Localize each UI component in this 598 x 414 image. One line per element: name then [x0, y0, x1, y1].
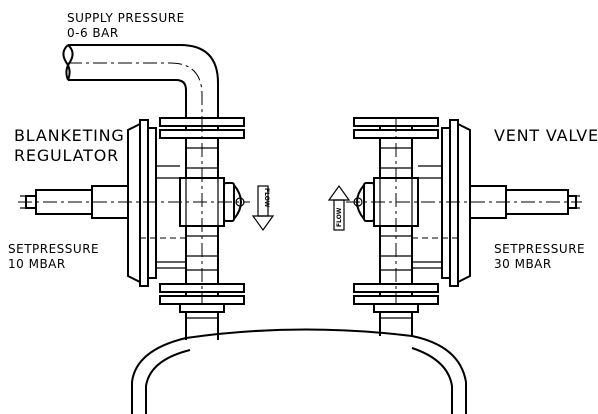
- setpressure-right-value: 30 MBAR: [494, 257, 552, 271]
- supply-range-label: 0-6 BAR: [67, 26, 119, 40]
- right-diaphragm-housing: [412, 119, 471, 287]
- vent-valve-label: VENT VALVE: [494, 126, 598, 145]
- setpressure-left-label: SETPRESSURE: [8, 242, 99, 256]
- flow-up-arrow-icon: FLOW: [327, 184, 351, 231]
- tank: [131, 328, 467, 414]
- left-diaphragm-housing: [127, 119, 186, 287]
- flow-down-arrow-icon: FLOW: [251, 185, 275, 232]
- setpressure-left-value: 10 MBAR: [8, 257, 66, 271]
- blanketing-label: BLANKETING: [14, 126, 125, 145]
- setpressure-right-label: SETPRESSURE: [494, 242, 585, 256]
- supply-pressure-label: SUPPLY PRESSURE: [67, 11, 185, 25]
- right-tank-nozzle: [373, 303, 419, 336]
- flow-right-label: FLOW: [336, 207, 343, 227]
- regulator-label: REGULATOR: [14, 146, 119, 165]
- flow-left-label: FLOW: [263, 188, 270, 208]
- supply-pipe: [62, 44, 219, 118]
